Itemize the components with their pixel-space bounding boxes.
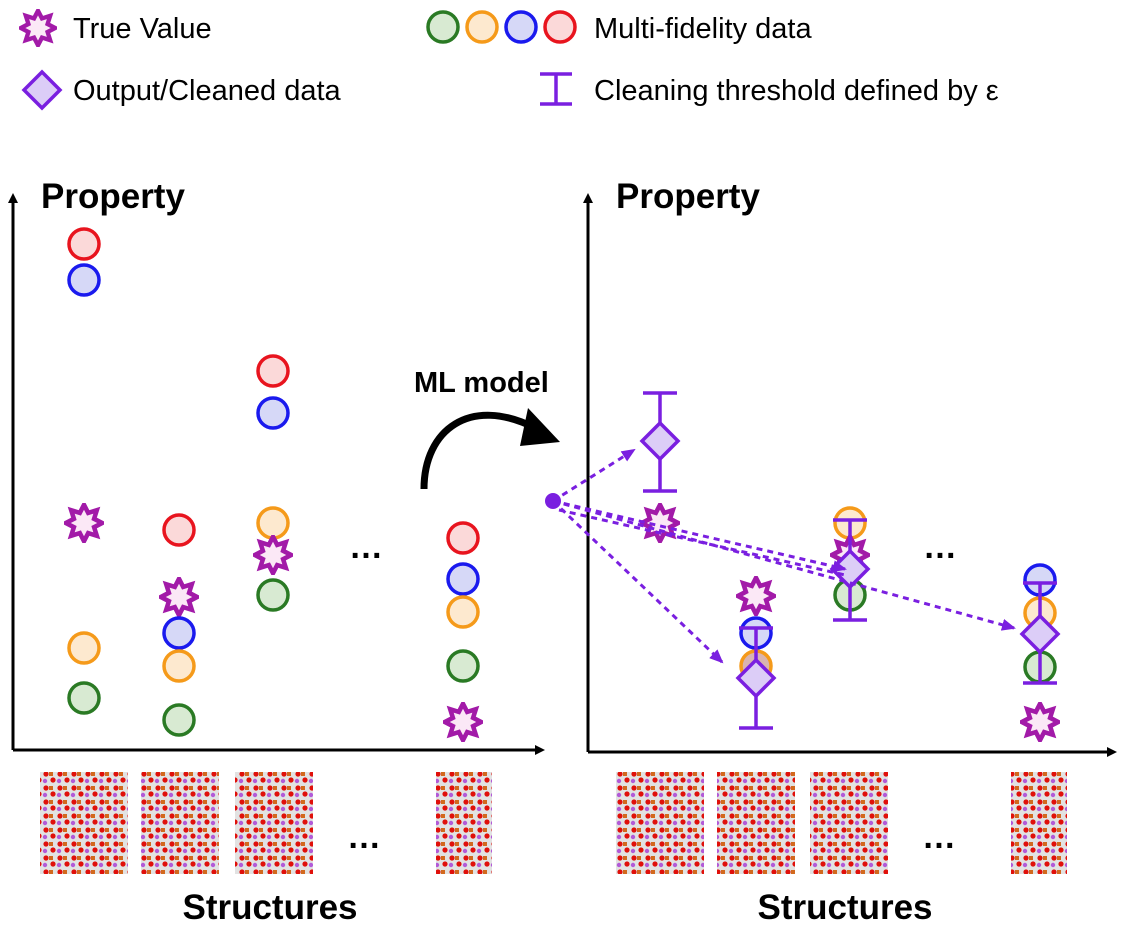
true-value-star [445,704,481,740]
orange-data-point [256,506,290,540]
structure-image [616,772,704,874]
true-value-star [642,505,678,541]
ml-model-arrow: ML model [414,367,560,490]
legend: True Value Multi-fidelity data Output/Cl… [21,10,999,110]
green-data-point [162,703,196,737]
true-value-legend-icon [21,11,56,46]
orange-data-point [67,631,101,665]
left-panel: Property … … Structures [8,177,545,927]
legend-output-cleaned: Output/Cleaned data [73,75,342,107]
prediction-arrows [551,448,1016,664]
right-y-label: Property [616,177,760,216]
structure-image [436,772,492,874]
prediction-arrow [551,499,724,664]
right-x-label: Structures [757,888,932,927]
left-y-label: Property [41,177,185,216]
true-value-star [738,578,774,614]
true-value-star [161,579,197,615]
orange-data-point [162,649,196,683]
structure-image [810,772,888,874]
blue-data-point [162,616,196,650]
true-value-star [1022,704,1058,740]
cleaned-diamond [640,421,680,461]
curved-arrow-shaft [420,411,537,490]
green-data-point [256,578,290,612]
orange-data-point [446,595,480,629]
legend-cleaning-threshold: Cleaning threshold defined by ε [594,75,999,107]
red-data-point [67,227,101,261]
red-data-point [256,354,290,388]
threshold-legend-icon [540,72,572,106]
orange-circle-icon [465,10,499,44]
structure-image [235,772,313,874]
prediction-arrow [552,499,847,573]
output-cleaned-legend-icon [22,70,62,110]
green-circle-icon [426,10,460,44]
green-data-point [446,649,480,683]
structure-image [141,772,219,874]
prediction-arrow-shadow [558,508,846,577]
left-structures-ellipsis: … [347,818,381,856]
ml-model-label: ML model [414,367,549,399]
structure-image [1011,772,1067,874]
blue-circle-icon [504,10,538,44]
structure-image [717,772,795,874]
blue-data-point [256,396,290,430]
right-panel: Property … [545,177,1117,927]
blue-data-point [446,562,480,596]
legend-true-value: True Value [73,13,212,45]
left-x-label: Structures [182,888,357,927]
prediction-arrow [552,448,636,503]
green-data-point [67,681,101,715]
curved-arrow-head [520,408,560,446]
red-circle-icon [543,10,577,44]
red-data-point [446,521,480,555]
blue-data-point [67,263,101,297]
legend-multi-fidelity: Multi-fidelity data [594,13,812,45]
right-structures-ellipsis: … [922,818,956,856]
true-value-star [255,537,291,573]
structure-image [40,772,128,874]
right-ellipsis: … [923,528,957,566]
prediction-arrow [552,499,1016,631]
red-data-point [162,513,196,547]
true-value-star [66,505,102,541]
left-ellipsis: … [349,528,383,566]
multi-fidelity-legend-icons [426,10,577,44]
